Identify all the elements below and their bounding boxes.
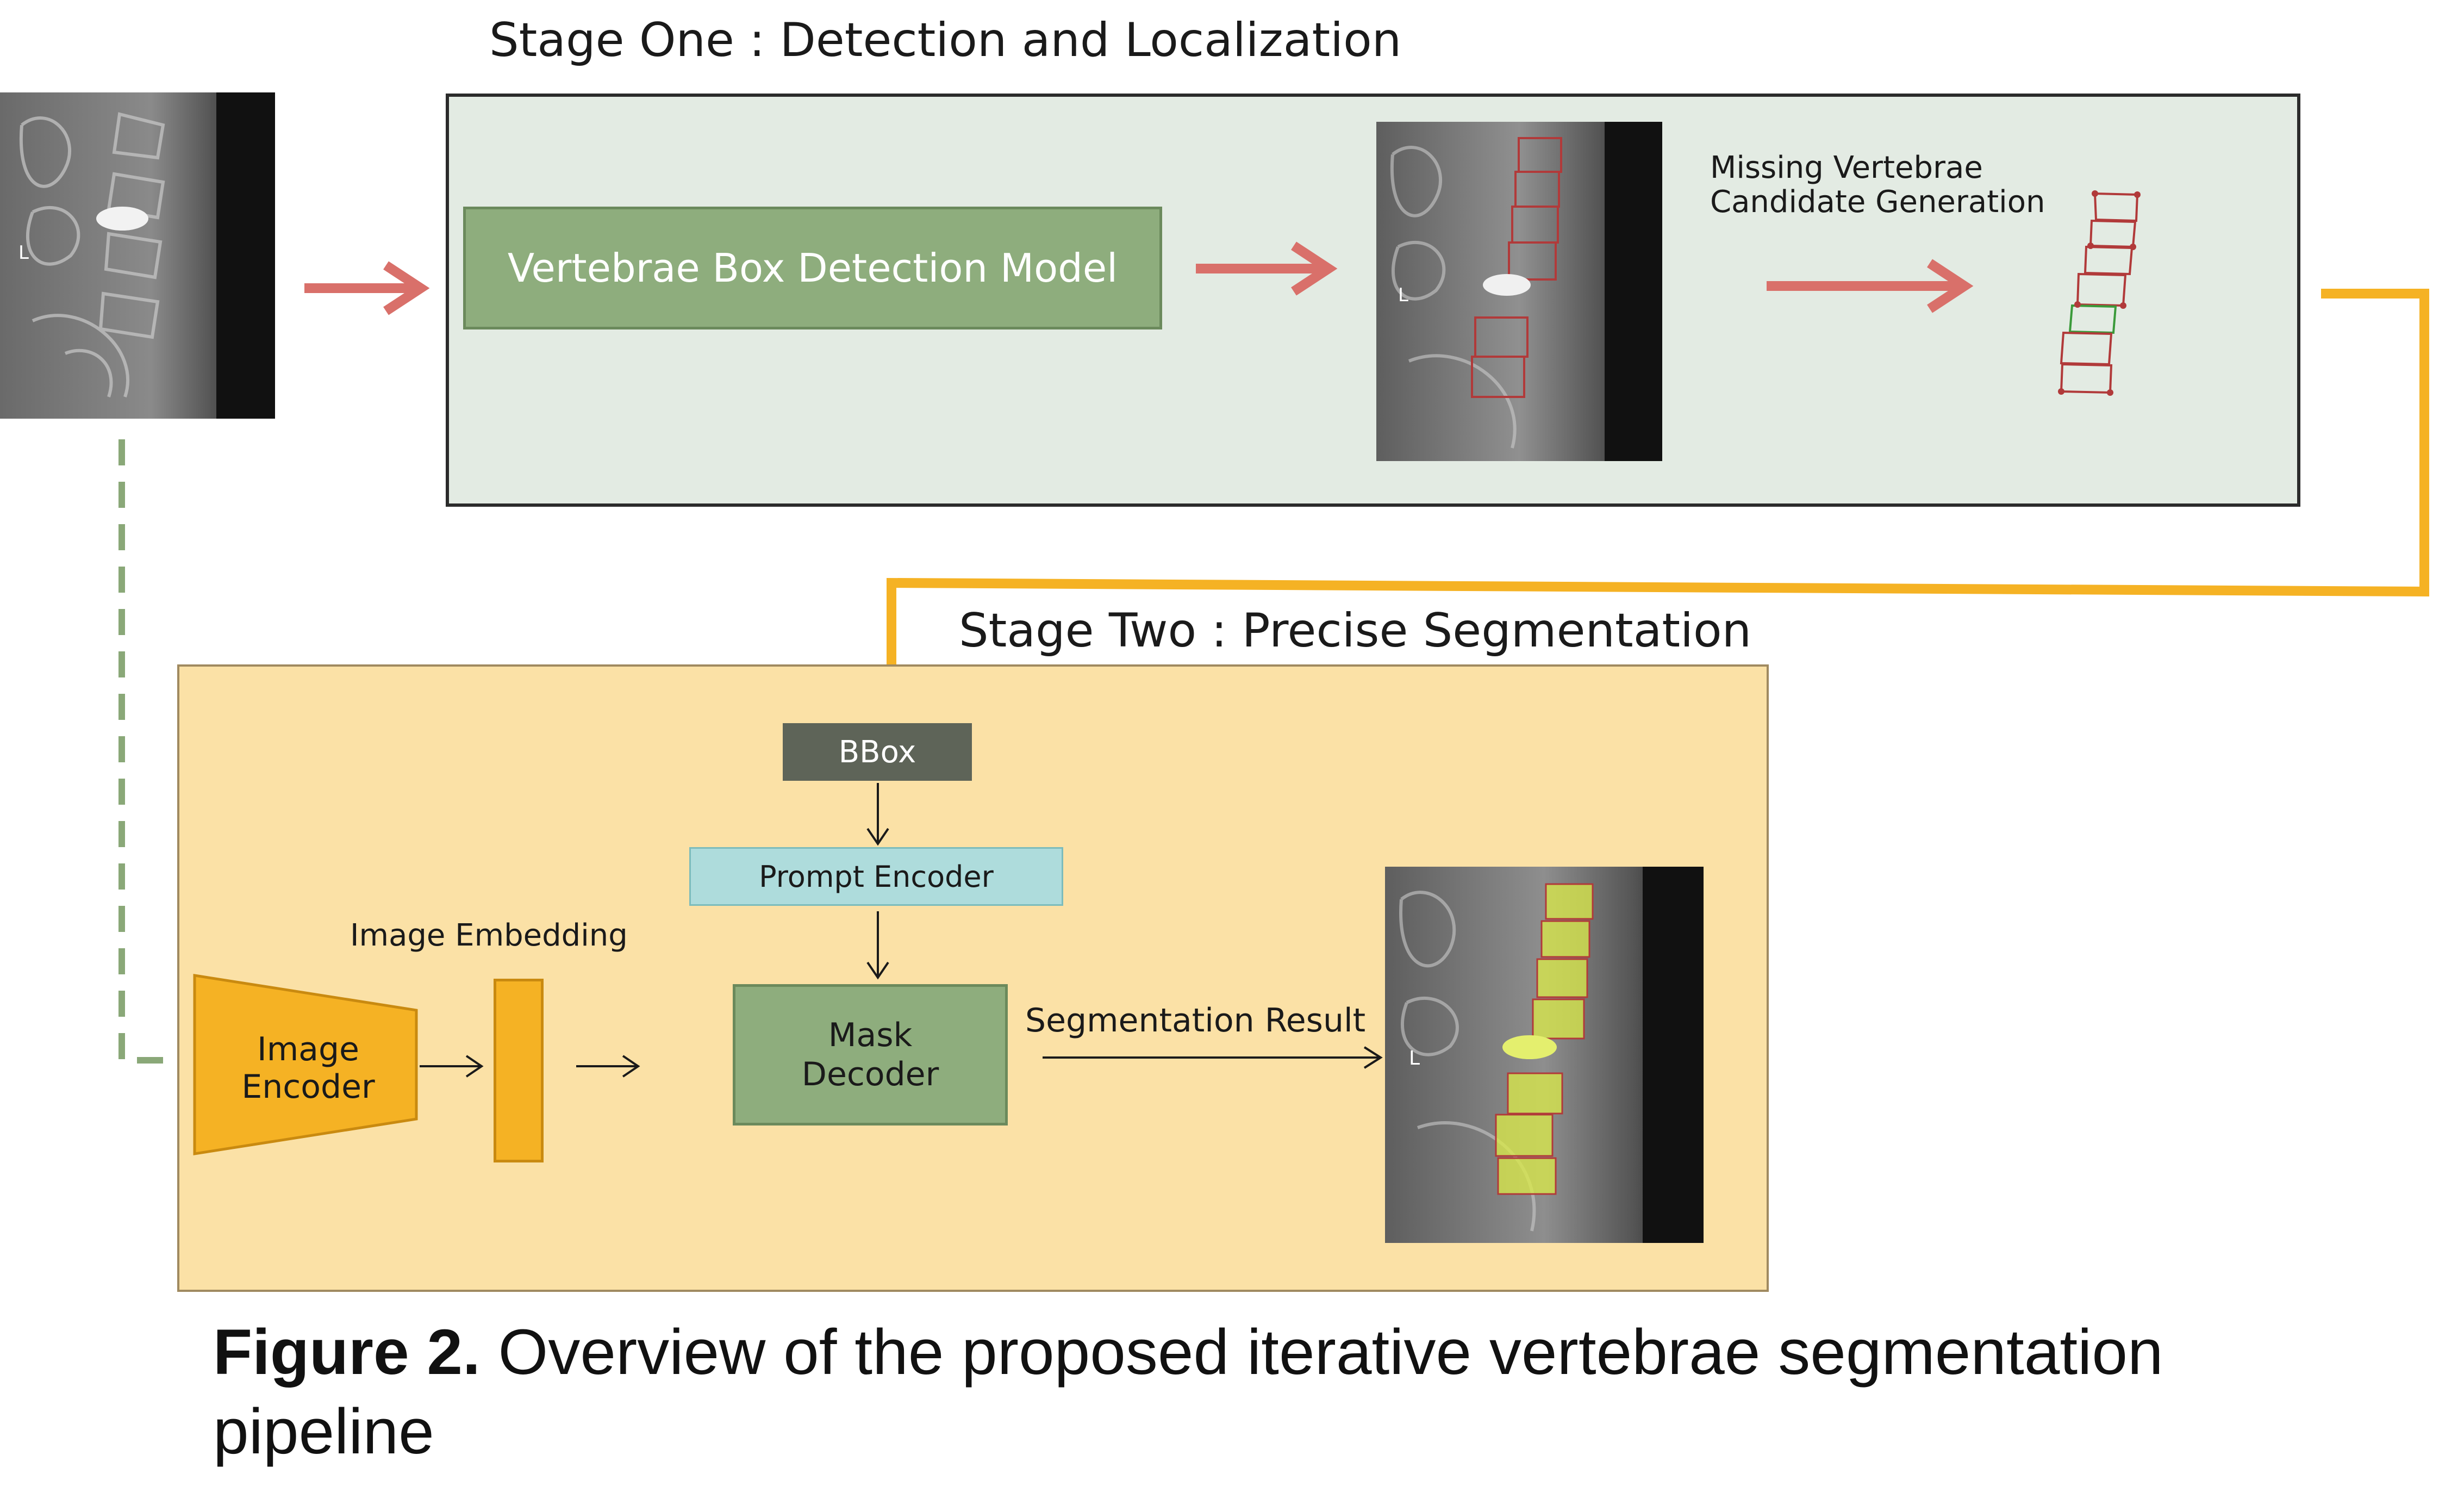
input-xray-image: L [0,92,275,419]
dashed-connector-image-to-encoder [118,439,166,1064]
segmentation-result-image: L [1385,867,1704,1243]
arrow-prompt-to-mask [866,911,889,980]
figure-caption-text: Overview of the proposed iterative verte… [213,1316,2163,1468]
image-encoder-label: Image Encoder [241,1030,375,1106]
bbox-box: BBox [783,723,972,781]
missing-vertebrae-label: Missing Vertebrae Candidate Generation [1710,150,2045,220]
arrow-embedding-to-mask [576,1055,640,1078]
figure-caption: Figure 2. Overview of the proposed itera… [213,1313,2333,1472]
detected-xray-image: L [1376,122,1662,461]
mask-decoder-box: Mask Decoder [733,984,1008,1126]
vertebrae-box-detection-model: Vertebrae Box Detection Model [463,207,1162,329]
arrow-mask-to-result [1043,1046,1383,1069]
result-xray-marker: L [1409,1047,1420,1069]
image-embedding-bar [494,979,544,1162]
arrow-input-to-detection [304,261,430,315]
segmentation-result-label: Segmentation Result [1025,1002,1366,1040]
stage-two-title: Stage Two : Precise Segmentation [959,604,1752,658]
image-encoder-shape [193,974,418,1155]
candidate-boxes [2058,190,2141,396]
detected-xray-marker: L [1398,284,1408,306]
arrow-detection-to-boxes [1196,241,1338,296]
stage-one-title: Stage One : Detection and Localization [489,13,1402,67]
arrow-bbox-to-prompt [866,783,889,846]
image-embedding-label: Image Embedding [350,918,628,953]
arrow-encoder-to-embedding [420,1055,484,1078]
figure-label: Figure 2. [213,1316,481,1388]
input-xray-marker: L [18,242,29,264]
prompt-encoder-box: Prompt Encoder [689,847,1063,906]
arrow-to-candidates [1767,259,1974,313]
